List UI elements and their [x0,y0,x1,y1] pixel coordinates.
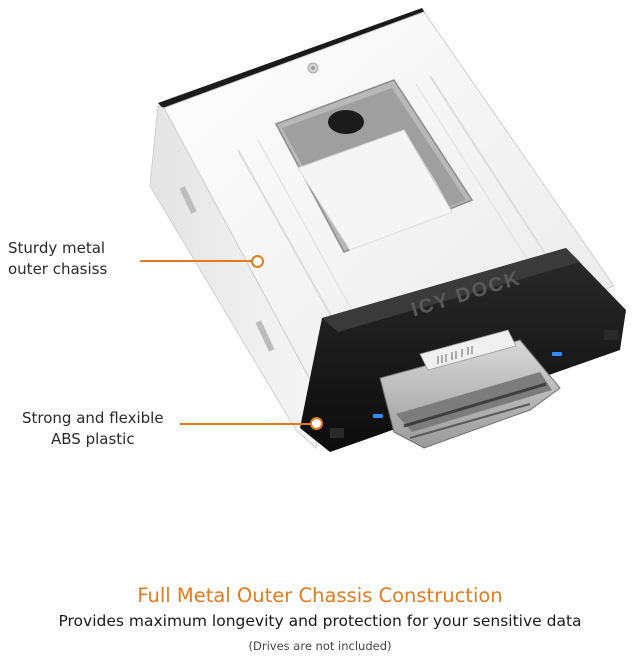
disclaimer-note: (Drives are not included) [248,639,392,653]
callout-leader-chassis [140,260,256,262]
feature-description: Provides maximum longevity and protectio… [58,612,582,630]
callout-chassis-line2: outer chasiss [8,260,108,278]
callout-leader-abs [180,423,312,425]
chassis-back-edge [158,8,426,110]
callout-dot-chassis [251,255,264,268]
callout-abs-line2: ABS plastic [51,430,135,448]
led-indicator-left [373,414,383,418]
top-window [274,79,474,253]
feature-headline: Full Metal Outer Chassis Construction [137,584,503,607]
callout-chassis-line1: Sturdy metal [8,239,106,257]
drive-enclosure-illustration: ICY DOCK [149,8,626,452]
hard-drive [379,329,561,449]
led-indicator-right [552,352,562,356]
callout-abs: Strong and flexible ABS plastic [22,408,164,450]
callout-abs-line1: Strong and flexible [22,409,164,427]
callout-dot-abs [310,417,323,430]
callout-chassis: Sturdy metal outer chasiss [8,238,107,280]
